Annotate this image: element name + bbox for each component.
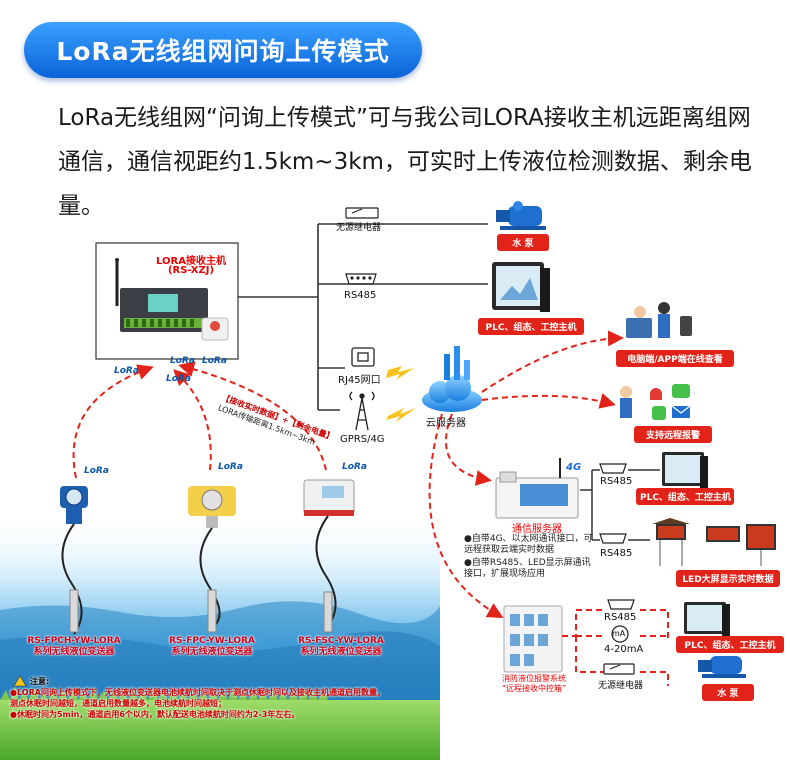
sensor-fpch bbox=[60, 486, 88, 635]
lora-links bbox=[72, 361, 327, 479]
alarm-cabinet-name: 消防液位报警系统 “远程接收中控箱” bbox=[501, 674, 567, 693]
rj45-port-icon bbox=[351, 347, 375, 367]
lora-logo: LoRa bbox=[170, 356, 195, 366]
comm-server-device bbox=[495, 458, 579, 519]
cloud-server-icon bbox=[422, 346, 482, 412]
lora-logo: LoRa bbox=[166, 374, 191, 384]
page-title: LoRa无线组网问询上传模式 bbox=[56, 37, 390, 66]
sensor-model: RS-FPC-YW-LORA bbox=[169, 636, 255, 646]
cabinet-links bbox=[562, 609, 669, 686]
sensor-label-fpch: RS-FPCH-YW-LORA 系列无线液位变送器 bbox=[14, 636, 134, 658]
receiver-name: LORA接收主机 bbox=[156, 256, 226, 267]
rs485-port-icon bbox=[345, 273, 377, 285]
water-pump-icon bbox=[496, 201, 546, 230]
cabinet-ma-symbol: mA bbox=[612, 629, 626, 638]
lora-logo: LoRa bbox=[84, 466, 109, 476]
sensor-model: RS-FSC-YW-LORA bbox=[298, 636, 384, 646]
alarm-cabinet bbox=[503, 605, 563, 673]
pump-badge: 水 泵 bbox=[497, 234, 549, 251]
alarm-badge: 支持远程报警 bbox=[634, 426, 712, 443]
led-badge: LED大屏显示实时数据 bbox=[676, 570, 780, 587]
led-display-boards bbox=[652, 518, 776, 566]
cloud-label: 云服务器 bbox=[426, 418, 466, 429]
water-background bbox=[0, 510, 440, 760]
signal-bolts bbox=[386, 366, 416, 422]
sensor-label-fpc: RS-FPC-YW-LORA 系列无线液位变送器 bbox=[154, 636, 270, 658]
comm-rs485-a: RS485 bbox=[600, 476, 633, 487]
sensor-fpc bbox=[188, 486, 236, 633]
intro-paragraph: LoRa无线组网“问询上传模式”可与我公司LORA接收主机远距离组网通信，通信视… bbox=[58, 105, 752, 219]
comm-server-name: 通信服务器 bbox=[512, 524, 562, 535]
comm-feature-1: ●自带4G、以太网通讯接口，可远程获取云端实时数据 bbox=[464, 534, 593, 555]
cabinet-ma-label: 4-20mA bbox=[604, 644, 644, 655]
sensor-label-fsc: RS-FSC-YW-LORA 系列无线液位变送器 bbox=[282, 636, 400, 658]
plc-badge-3: PLC、组态、工控主机 bbox=[676, 636, 784, 653]
monitor-icon-2 bbox=[662, 452, 708, 488]
rs485-port-icon-c bbox=[607, 599, 635, 610]
lora-logo: LoRa bbox=[202, 356, 227, 366]
relay-symbol bbox=[345, 207, 379, 219]
receiver-model: (RS-XZJ) bbox=[167, 265, 215, 276]
plc-badge: PLC、组态、工控主机 bbox=[478, 318, 584, 335]
gprs-label: GPRS/4G bbox=[340, 434, 385, 445]
cloud-links bbox=[428, 330, 624, 618]
plc-badge-2: PLC、组态、工控主机 bbox=[636, 488, 734, 505]
title-banner: LoRa无线组网问询上传模式 bbox=[24, 22, 422, 78]
ma-meter-icon bbox=[611, 625, 629, 643]
pump-badge-2: 水 泵 bbox=[702, 684, 754, 701]
sensor-fsc bbox=[303, 479, 355, 633]
alarm-icons bbox=[620, 384, 691, 420]
water-pump-icon-2 bbox=[698, 656, 746, 678]
sensor-desc: 系列无线液位变送器 bbox=[33, 647, 115, 657]
lora-logo: LoRa bbox=[218, 462, 243, 472]
gprs-tower-icon bbox=[349, 391, 375, 431]
warning-icon bbox=[13, 675, 27, 687]
cabinet-relay-label: 无源继电器 bbox=[598, 681, 644, 691]
notes-box: 注意: ●LORA问询上传模式下，无线液位变送器电池续航时间取决于测点休眠时间以… bbox=[10, 676, 390, 720]
sensor-desc: 系列无线液位变送器 bbox=[171, 647, 253, 657]
relay-label: 无源继电器 bbox=[336, 223, 382, 233]
rs485-port-icon-b bbox=[599, 533, 627, 544]
receiver-host bbox=[95, 242, 239, 360]
notes-line-2: ●休眠时间为5min，通道启用6个以内，默认配送电池续航时间约为2-3年左右。 bbox=[10, 710, 300, 719]
pc-app-users-icon bbox=[626, 302, 692, 338]
comm-server-bus bbox=[580, 469, 660, 541]
comm-feature-2: ●自带RS485、LED显示屏通讯接口，扩展现场应用 bbox=[464, 558, 591, 579]
lora-logo: LoRa bbox=[342, 462, 367, 472]
relay-symbol-2 bbox=[603, 663, 635, 675]
monitor-icon-3 bbox=[684, 602, 730, 636]
rs485-label: RS485 bbox=[344, 290, 377, 301]
sensor-model: RS-FPCH-YW-LORA bbox=[27, 636, 121, 646]
rs485-port-icon-a bbox=[599, 463, 627, 474]
pc-app-badge: 电脑端/APP端在线查看 bbox=[616, 350, 734, 367]
sensor-desc: 系列无线液位变送器 bbox=[300, 647, 382, 657]
lora-logo: LoRa bbox=[114, 366, 139, 376]
cabinet-rs485: RS485 bbox=[604, 612, 637, 623]
monitor-icon bbox=[492, 262, 550, 312]
notes-line-1: ●LORA问询上传模式下，无线液位变送器电池续航时间取决于测点休眠时间以及接收主… bbox=[10, 688, 385, 708]
notes-title: 注意: bbox=[30, 677, 50, 686]
comm-4g-label: 4G bbox=[566, 462, 582, 473]
comm-rs485-b: RS485 bbox=[600, 548, 633, 559]
rj45-label: RJ45网口 bbox=[338, 375, 381, 386]
